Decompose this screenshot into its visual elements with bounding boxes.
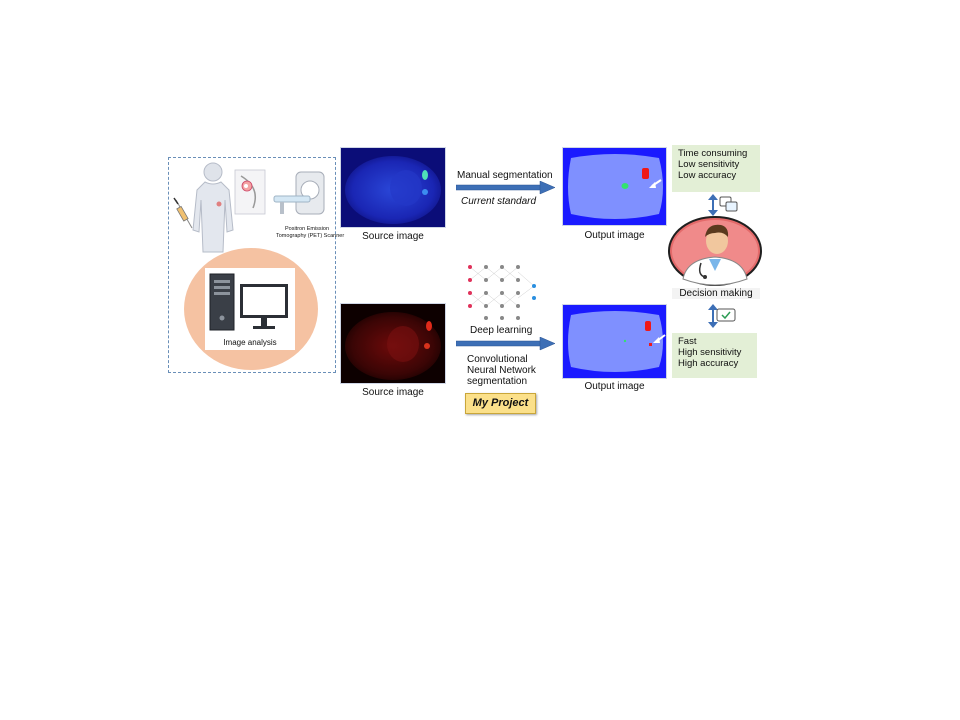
note-line: Low accuracy xyxy=(678,170,737,181)
my-project-badge: My Project xyxy=(465,393,536,414)
image-analysis-label: Image analysis xyxy=(223,338,277,347)
source-image-bottom xyxy=(340,303,446,384)
pointer-arrow-icon xyxy=(653,334,666,343)
cnn-benefits-note: Fast High sensitivity High accuracy xyxy=(672,333,757,378)
output-image-bottom-label: Output image xyxy=(584,381,645,392)
source-image-bottom-label: Source image xyxy=(362,387,424,398)
decision-making-label: Decision making xyxy=(672,288,760,299)
note-line: Low sensitivity xyxy=(678,159,740,170)
scanner-caption: Positron Emission Tomography (PET) Scann… xyxy=(276,226,345,239)
current-standard-label: Current standard xyxy=(461,196,537,207)
arrow-right-icon xyxy=(456,181,556,195)
manual-drawbacks-note: Time consuming Low sensitivity Low accur… xyxy=(672,145,760,192)
note-line: Time consuming xyxy=(678,148,748,159)
note-line: High accuracy xyxy=(678,358,739,369)
output-image-top-label: Output image xyxy=(584,230,645,241)
pointer-arrow-icon xyxy=(649,179,662,188)
double-arrow-icon xyxy=(708,194,718,216)
note-line: Fast xyxy=(678,336,697,347)
source-image-top xyxy=(340,147,446,228)
source-image-top-label: Source image xyxy=(362,231,424,242)
note-line: High sensitivity xyxy=(678,347,742,358)
arrow-right-icon xyxy=(456,337,556,351)
patient-body-icon xyxy=(192,162,234,253)
pet-scanner-icon xyxy=(273,171,325,215)
computer-icon xyxy=(209,273,288,331)
manual-segmentation-label: Manual segmentation xyxy=(457,170,553,181)
neural-network-icon xyxy=(468,265,536,320)
breast-icon xyxy=(234,169,266,215)
cnn-segmentation-label: Convolutional Neural Network segmentatio… xyxy=(467,354,536,387)
deep-learning-label: Deep learning xyxy=(470,325,533,336)
chat-bubble-icon xyxy=(716,308,736,322)
double-arrow-icon xyxy=(708,304,718,328)
syringe-icon xyxy=(173,197,193,229)
output-image-bottom xyxy=(562,304,667,379)
output-image-top xyxy=(562,147,667,226)
patient-workflow-panel xyxy=(168,157,336,373)
chat-bubble-icon xyxy=(719,196,738,212)
doctor-icon xyxy=(668,216,762,286)
